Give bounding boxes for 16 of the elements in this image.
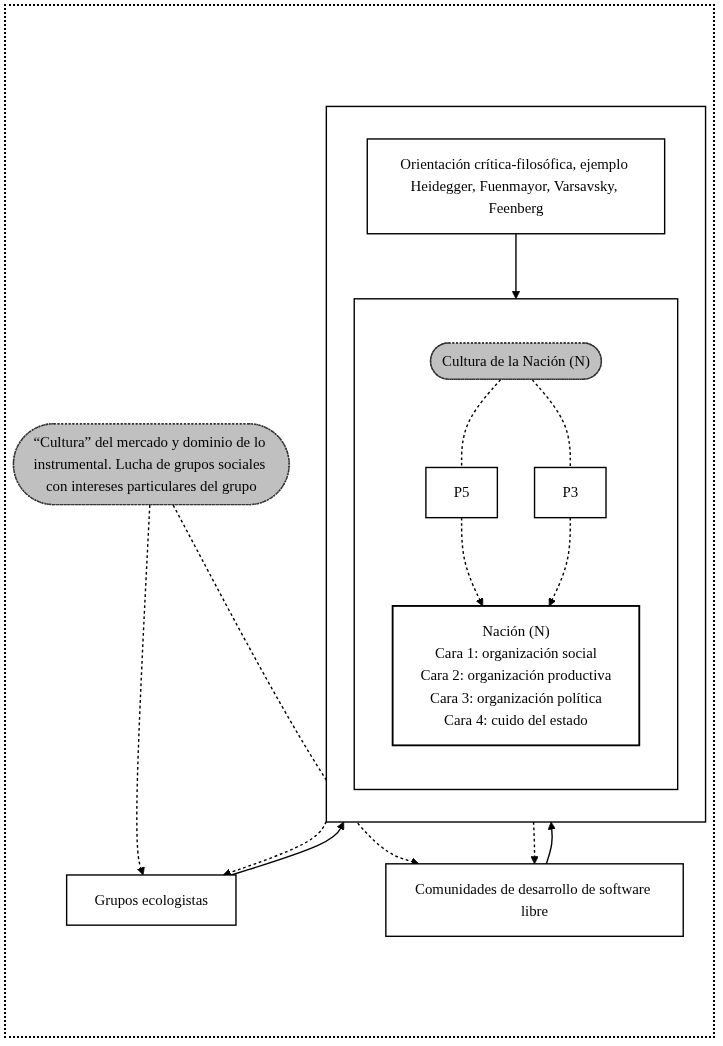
arrow — [460, 516, 484, 606]
cluster — [325, 105, 707, 823]
arrow — [511, 232, 521, 299]
arrow — [136, 504, 151, 875]
node-box: Comunidades de desarrollo de software libre — [385, 862, 684, 937]
arrow — [545, 821, 556, 865]
node-box: P5 — [425, 466, 499, 518]
connector — [531, 378, 571, 468]
arrow — [548, 516, 571, 606]
node-box: Nación (N) Cara 1: organización social Cara 2: organización productiva Cara 3: organización política Cara 4: cuido del estado — [391, 604, 641, 746]
arrow — [530, 820, 539, 864]
node-box: P3 — [533, 466, 607, 518]
node-box: Orientación crítica-filosófica, ejemplo Heidegger, Fuenmayor, Varsavsky, Feenberg — [366, 137, 666, 235]
node-box: Grupos ecologistas — [65, 873, 237, 926]
cluster — [353, 297, 679, 790]
connector — [460, 378, 502, 468]
